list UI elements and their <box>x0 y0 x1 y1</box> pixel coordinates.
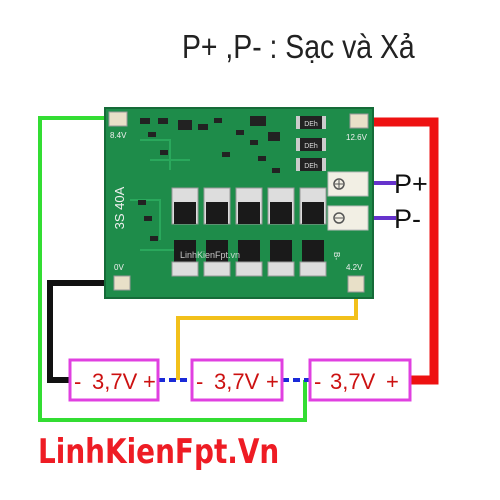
battery-cell-1: - 3,7V + <box>68 358 160 402</box>
mosfet-bottom-row <box>171 240 327 277</box>
pad-12v6 <box>349 113 369 129</box>
pad-8v4 <box>108 111 128 127</box>
cell-1-plus: + <box>143 369 156 394</box>
wire-green <box>38 116 307 422</box>
cell-1-minus: - <box>74 369 81 394</box>
pad-0v-label: 0V <box>114 263 124 272</box>
mosfet-top-row <box>171 187 327 225</box>
brand-watermark: LinhKienFpt.Vn <box>38 432 280 472</box>
cell-3-plus: + <box>386 369 399 394</box>
pad-4v2-label: 4.2V <box>346 263 363 272</box>
wire-red <box>356 117 439 385</box>
board-model-label: 3S 40A <box>112 186 127 229</box>
diagram-title: P+ ,P- : Sạc và Xả <box>182 28 415 65</box>
battery-cell-2: - 3,7V + <box>190 358 284 402</box>
cell-2-voltage: 3,7V <box>214 369 260 394</box>
cell-3-minus: - <box>314 369 321 394</box>
terminal-p-minus-label: P- <box>394 204 421 234</box>
pad-8v4-label: 8.4V <box>110 131 127 140</box>
cell-1-voltage: 3,7V <box>92 369 138 394</box>
terminal-p-plus-label: P+ <box>394 169 428 199</box>
cell-2-minus: - <box>196 369 203 394</box>
pad-b-label: B- <box>332 252 341 260</box>
pad-0v <box>113 275 131 291</box>
resistor-label-2: DEh <box>304 143 318 150</box>
pad-12v6-label: 12.6V <box>346 133 368 142</box>
bms-board: DEh DEh DEh 3S 40A 8.4V 12.6V 0V <box>104 107 374 299</box>
wire-yellow <box>176 293 358 380</box>
board-brand-silk: LinhKienFpt.vn <box>180 250 240 260</box>
resistor-label-3: DEh <box>304 163 318 170</box>
resistor-label-1: DEh <box>304 121 318 128</box>
cell-3-voltage: 3,7V <box>330 369 376 394</box>
wire-black <box>47 280 128 383</box>
cell-2-plus: + <box>266 369 279 394</box>
battery-cell-3: - 3,7V + <box>308 358 412 402</box>
pad-4v2 <box>347 275 365 293</box>
pad-p-minus <box>327 205 369 231</box>
